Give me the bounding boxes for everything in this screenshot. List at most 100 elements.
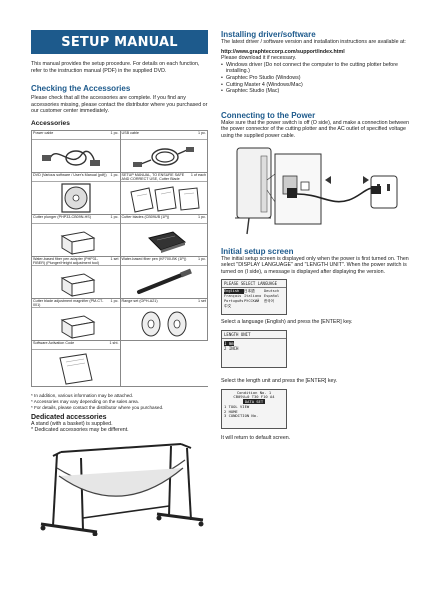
language-option[interactable]: Deutsch [264,289,280,294]
accessory-label: Water-based fiber pen adapter (PHP31-FIB… [33,256,99,266]
dedicated-line: * Dedicated accessories may be different… [31,427,129,434]
condition-line: Condition No. 1 [236,389,272,395]
accessory-pen-adapter: Water-based fiber pen adapter (PHP31-FIB… [31,256,120,298]
accessory-label: SETUP MANUAL, TO ENSURE SAFE AND CORRECT… [121,172,185,182]
language-option[interactable]: Português [224,299,244,304]
initial-text: The initial setup screen is displayed on… [221,255,409,275]
menu-item[interactable]: 3 CONDITION No. [224,413,259,419]
accessories-heading: Accessories [31,119,70,127]
language-option[interactable]: 한국어 [264,299,274,304]
install-text: The latest driver / software version and… [221,39,406,45]
condition-values: CB09U+0 T30 F10 A4 [233,394,275,400]
accessory-qty: 1 set [198,298,206,303]
accessory-label: DVD (Various software / User's Manual (p… [33,172,107,177]
fiber-pen-icon [136,268,192,294]
accessory-qty: 1 pc. [198,130,206,135]
accessory-label: USB cable [121,130,139,135]
power-heading: Connecting to the Power [221,110,316,120]
list-item: Windows driver (Do not connect the compu… [221,62,411,75]
language-option[interactable]: Français [224,294,242,299]
accessory-manuals: SETUP MANUAL, TO ENSURE SAFE AND CORRECT… [119,172,208,214]
unit-option[interactable]: 2 INCH [224,346,239,352]
power-connection-illustration [235,147,398,234]
step-length-unit: Select the length unit and press the [EN… [221,377,338,384]
accessory-qty: 1 of each [190,172,206,177]
note-line: * For details, please contact the distri… [31,405,164,411]
data-set-badge: DATA SET [242,399,266,405]
initial-heading: Initial setup screen [221,246,294,256]
accessory-qty: 1 pc. [198,256,206,261]
title-banner: SETUP MANUAL [31,30,208,54]
list-item: Graphtec Pro Studio (Windows) [221,75,411,82]
accessory-qty: 1 pc. [198,214,206,219]
accessory-dvd: DVD (Various software / User's Manual (p… [31,172,120,214]
unit-option-selected[interactable]: 1 mm [224,340,234,346]
activation-sheet-icon [59,353,93,385]
intro-text: This manual provides the setup procedure… [31,61,200,74]
language-option[interactable]: 日本語 [244,289,255,294]
accessory-label: Water-based fiber pen (KF700-BK (1P)) [121,256,187,261]
stand-with-basket-icon [40,442,204,537]
checking-text: Please check that all the accessories ar… [31,95,208,115]
accessory-power-cable: Power cable 1 pc. [31,130,120,172]
accessory-notes: * In addition, various information may b… [31,393,208,412]
power-text: Make sure that the power switch is off (… [221,119,410,139]
accessory-empty-cell [119,340,209,386]
checking-heading: Checking the Accessories [31,84,131,94]
menu-item[interactable]: 2 HOME [224,408,238,414]
accessory-label: Cutter blades (CB09UB (1P)) [121,214,170,219]
table-row: Cutter blade adjustment magnifier (PM-CT… [31,298,208,341]
pen-adapter-box-icon [60,273,96,297]
language-option-selected[interactable]: English [224,289,244,295]
table-row: Water-based fiber pen adapter (PHP31-FIB… [31,256,208,299]
usb-cable-icon [132,146,194,167]
language-screen: PLEASE SELECT LANGUAGE English 日本語 Deuts… [221,279,287,316]
roll-flanges-icon [141,311,186,337]
language-option[interactable]: 中文 [224,304,232,309]
menu-item[interactable]: 1 TOOL VIEW [224,403,250,409]
cutter-plunger-box-icon [60,231,96,255]
accessory-qty: 1 pc. [110,130,119,135]
accessory-label: Power cable [33,130,54,135]
table-row: DVD (Various software / User's Manual (p… [31,172,208,215]
accessory-qty: 1 pc. [110,172,119,177]
software-list: Windows driver (Do not connect the compu… [221,62,411,95]
list-item: Graphtec Studio (Mac) [221,88,411,95]
cutter-blade-pack-icon [147,231,186,253]
accessory-fiber-pen: Water-based fiber pen (KF700-BK (1P)) 1 p… [119,256,208,298]
accessory-qty: 1 set [110,256,119,261]
accessory-label: Cutter blade adjustment magnifier (PM-CT… [33,298,104,308]
accessory-usb-cable: USB cable 1 pc. [119,130,208,172]
dedicated-line: A stand (with a basket) is supplied. [31,420,113,427]
accessory-label: Software Activation Code [33,340,75,345]
right-column: Installing driver/software The latest dr… [221,30,411,441]
download-text: Please download it if necessary. [221,55,297,62]
note-line: * In addition, various information may b… [31,392,134,398]
table-row: Software Activation Code 1 sht. [31,340,209,387]
length-unit-screen: LENGTH UNIT 1 mm 2 INCH [221,329,287,368]
language-option[interactable]: Italiano [244,294,262,299]
accessory-range-set: Range set (OPH-A21) 1 set [119,298,208,340]
accessory-magnifier: Cutter blade adjustment magnifier (PM-CT… [31,298,120,340]
length-unit-title: LENGTH UNIT [222,331,286,339]
support-url: http://www.graphteccorp.com/support/inde… [221,48,345,55]
dvd-icon [61,183,91,213]
accessory-cutter-blades: Cutter blades (CB09UB (1P)) 1 pc. [119,214,208,256]
accessory-label: Cutter plunger (PHP33-CB09N-HS) [33,214,91,219]
accessory-activation-code: Software Activation Code 1 sht. [31,340,120,386]
dedicated-heading: Dedicated accessories [31,413,107,421]
accessory-label: Range set (OPH-A21) [121,298,158,303]
left-column: SETUP MANUAL This manual provides the se… [31,30,208,541]
power-cable-icon [42,150,100,166]
language-option[interactable]: РУССКИЙ [244,299,260,304]
step-return: It will return to default screen. [221,434,291,441]
accessory-qty: 1 sht. [109,340,119,345]
step-language: Select a language (English) and press th… [221,319,353,326]
accessory-qty: 1 pc. [110,214,119,219]
list-item: Cutting Master 4 (Windows/Mac) [221,82,411,89]
language-option[interactable]: Español [264,294,280,299]
table-row: Cutter plunger (PHP33-CB09N-HS) 1 pc. Cut… [31,214,208,257]
note-line: * Accessories may vary depending on the … [31,399,140,405]
